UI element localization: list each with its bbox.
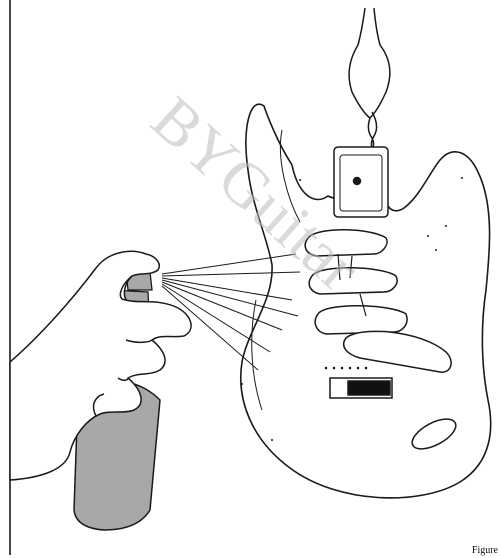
neck-pocket	[334, 147, 388, 217]
hanging-wire-hook	[349, 8, 390, 170]
bridge-cutout	[330, 378, 392, 398]
figure-label: Figure	[472, 545, 498, 556]
